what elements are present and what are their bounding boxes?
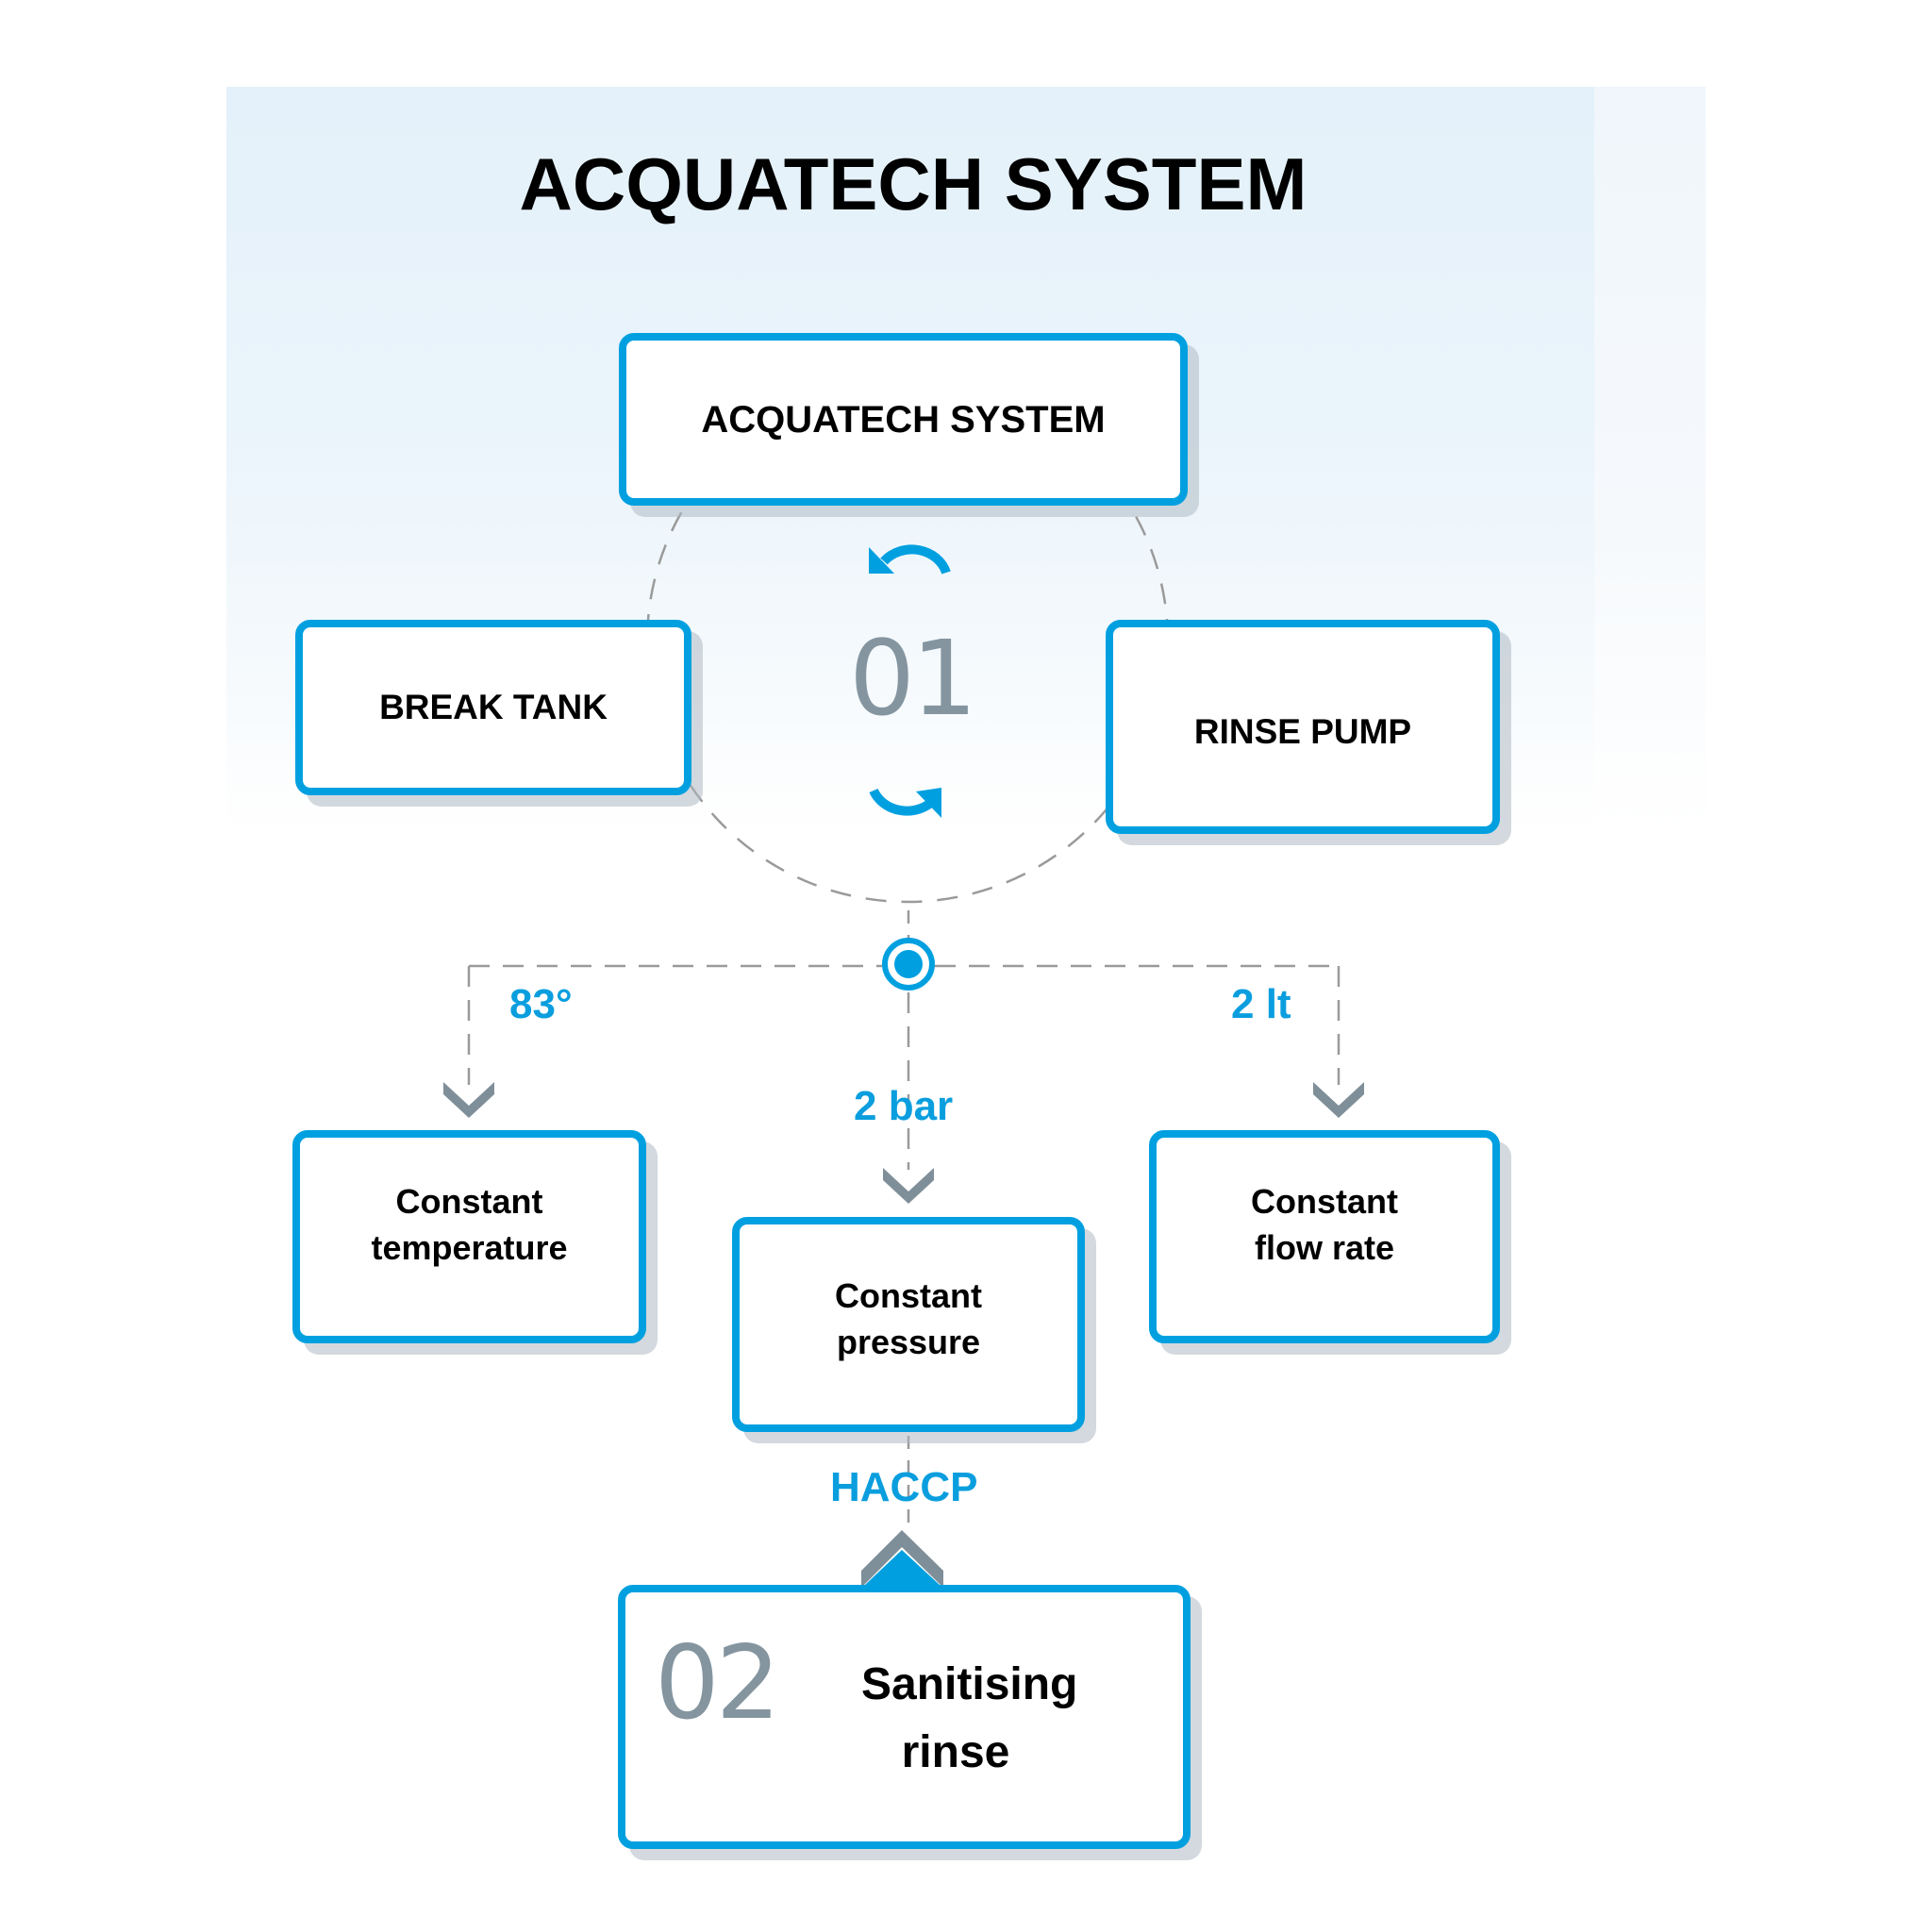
sanitising-rinse-label: Sanitising rinse <box>861 1659 1078 1777</box>
rotate-cw-icon <box>869 788 941 818</box>
chevron-down-icon <box>1313 1082 1364 1118</box>
acquatech-system-label: ACQUATECH SYSTEM <box>701 398 1106 441</box>
break-tank-box[interactable]: BREAK TANK <box>295 620 691 795</box>
constant-pressure-label: Constant pressure <box>835 1276 982 1361</box>
temperature-value: 83° <box>509 981 573 1027</box>
pressure-value: 2 bar <box>854 1083 954 1129</box>
constant-temperature-label: Constant temperature <box>371 1182 568 1267</box>
chevron-down-icon <box>443 1082 494 1118</box>
step-number-01: 01 <box>849 618 977 739</box>
chevron-up-icon <box>861 1530 943 1588</box>
flow-rate-value: 2 lt <box>1231 981 1291 1027</box>
page-title: ACQUATECH SYSTEM <box>519 142 1307 225</box>
acquatech-system-box[interactable]: ACQUATECH SYSTEM <box>619 333 1188 506</box>
rotate-ccw-icon <box>869 544 951 575</box>
sanitising-rinse-box[interactable]: Sanitising rinse <box>618 1585 1191 1849</box>
constant-pressure-box[interactable]: Constant pressure <box>732 1217 1085 1432</box>
pointer-tab <box>865 1550 940 1585</box>
break-tank-label: BREAK TANK <box>379 688 608 727</box>
constant-temperature-box[interactable]: Constant temperature <box>292 1130 646 1343</box>
header-background-band <box>1594 87 1706 832</box>
constant-flow-rate-box[interactable]: Constant flow rate <box>1149 1130 1500 1343</box>
chevron-down-icon <box>883 1168 934 1204</box>
rinse-pump-label: RINSE PUMP <box>1193 711 1412 751</box>
rinse-pump-box[interactable]: RINSE PUMP <box>1106 620 1500 834</box>
haccp-label: HACCP <box>830 1464 978 1510</box>
target-node-icon <box>882 938 935 991</box>
step-number-02: 02 <box>655 1624 780 1742</box>
constant-flow-rate-label: Constant flow rate <box>1251 1182 1398 1267</box>
